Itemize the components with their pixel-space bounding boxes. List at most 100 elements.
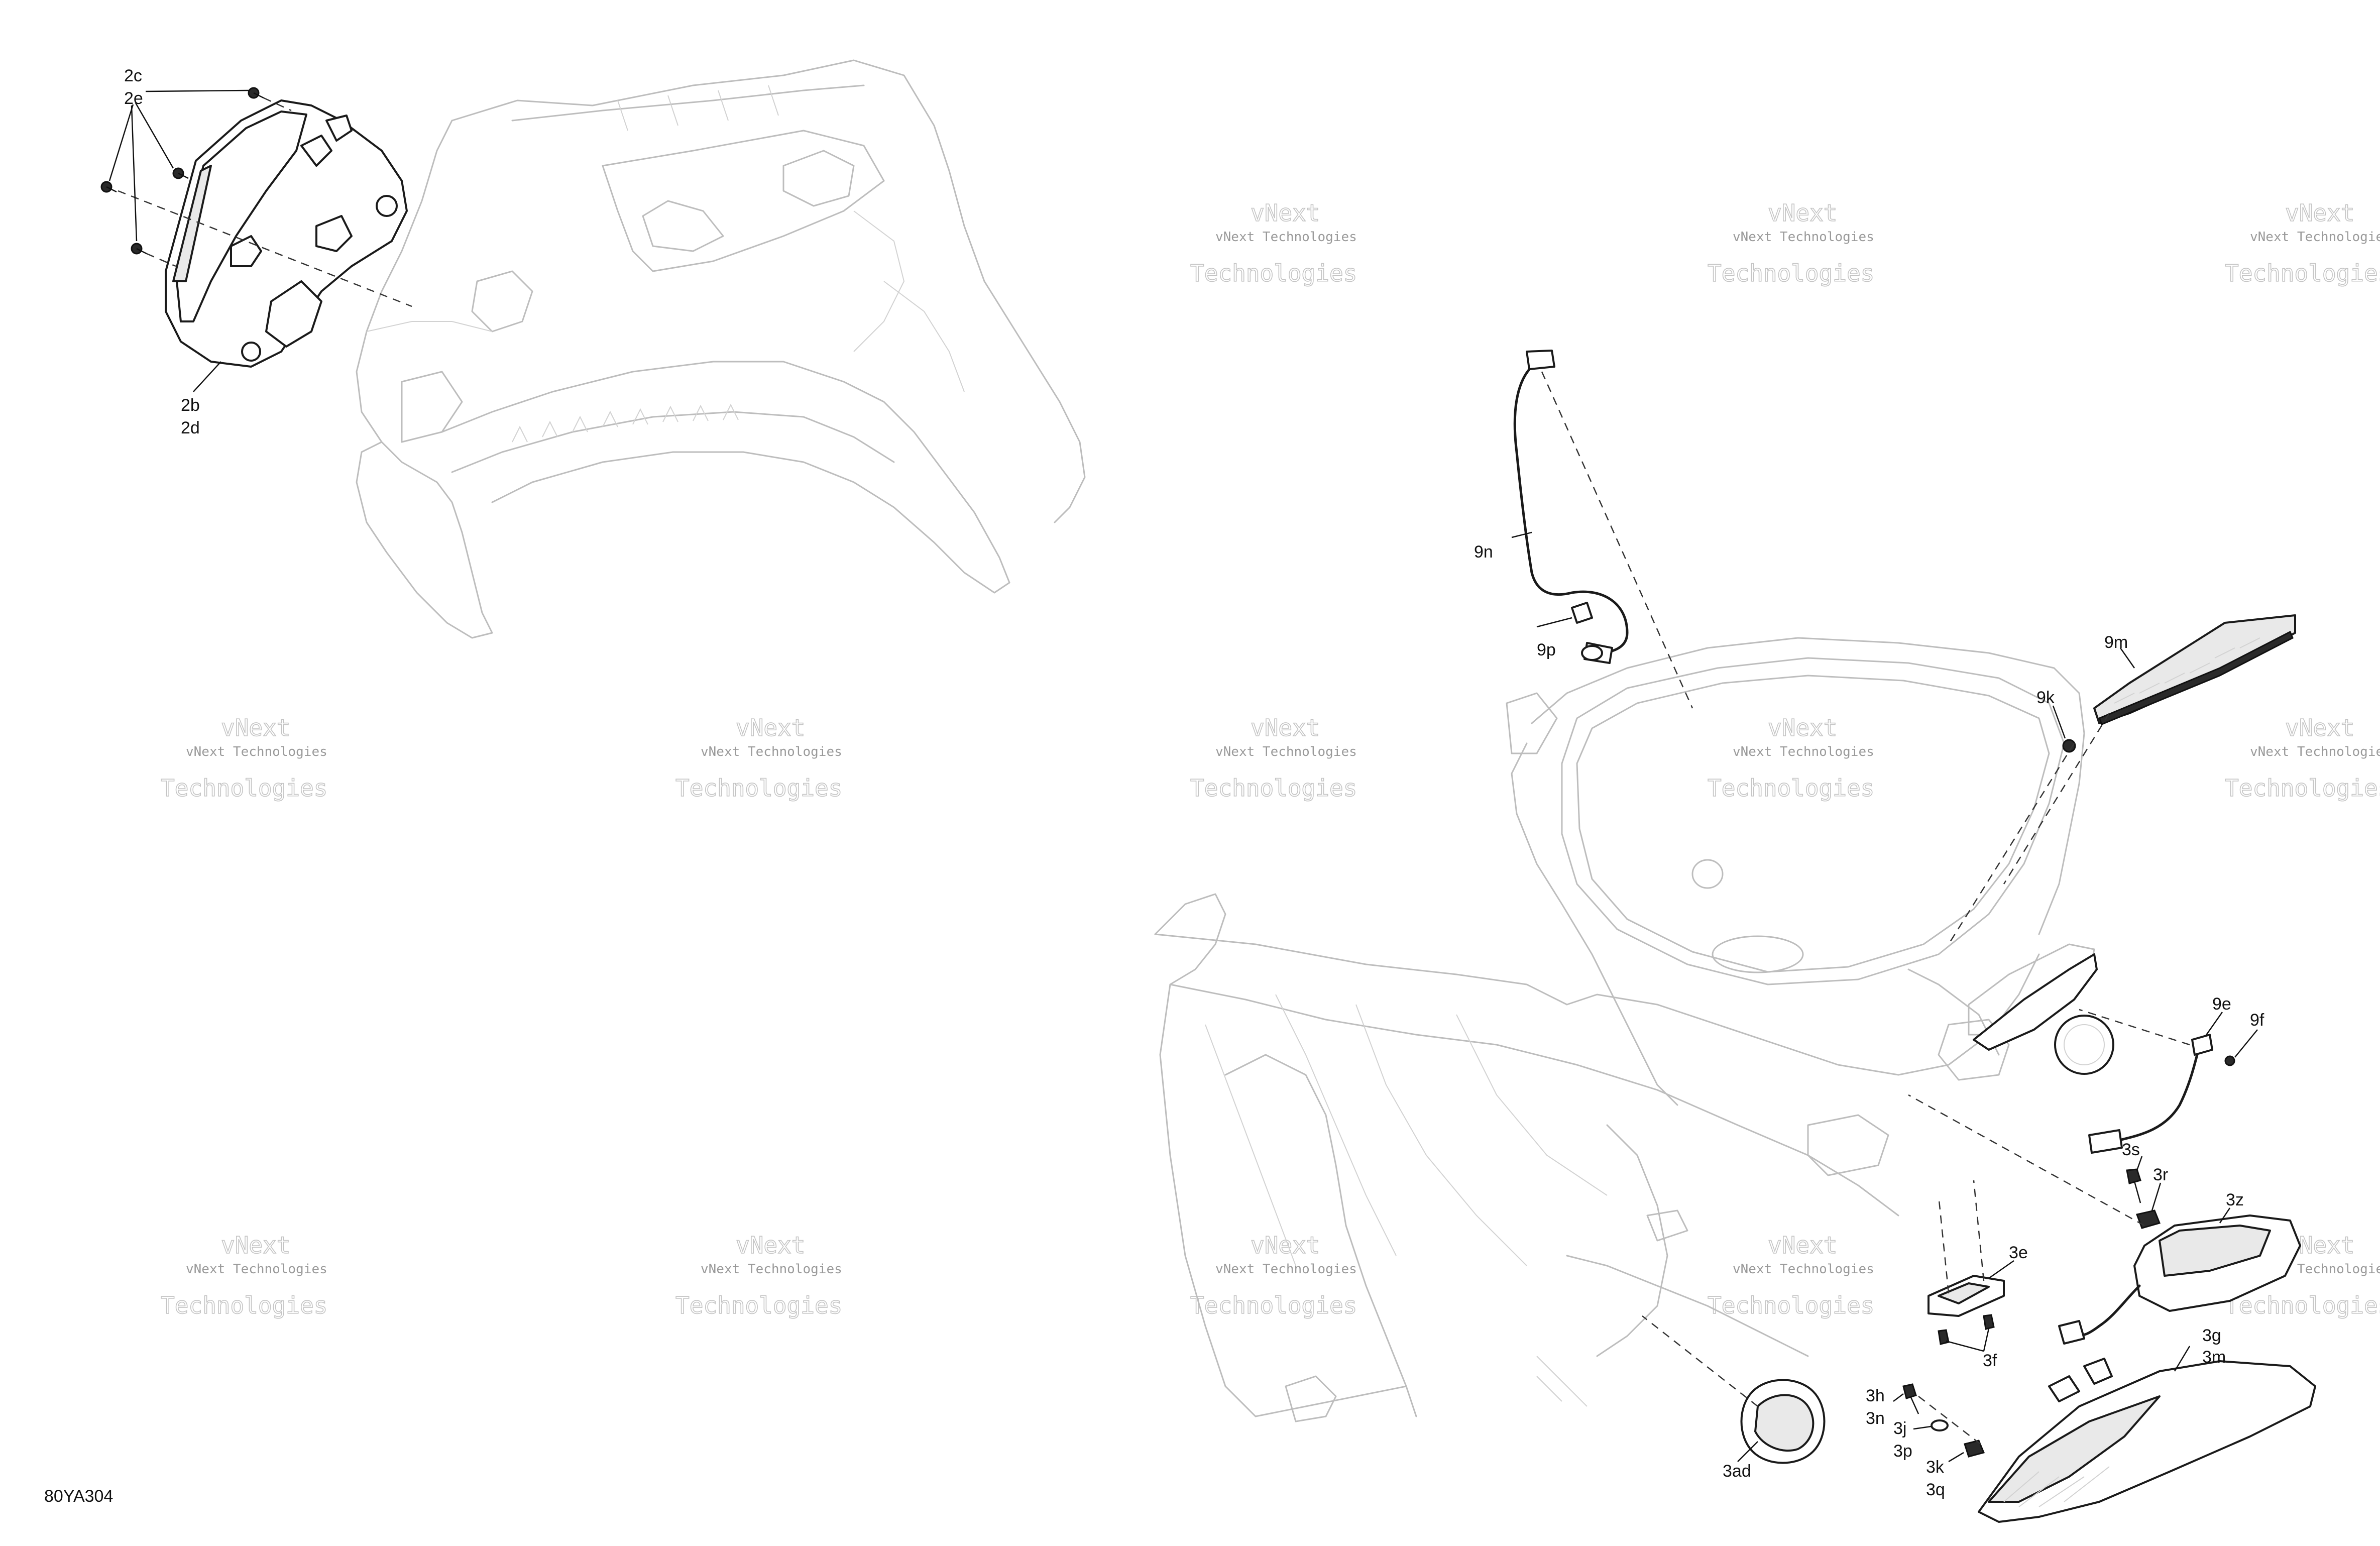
callout-3k: 3k — [1926, 1458, 1945, 1477]
watermark: vNext Technologies Technologies vNext — [1707, 714, 1875, 802]
watermark-text: vNext Technologies — [1215, 1262, 1357, 1277]
leader-3k — [1948, 1452, 1964, 1463]
watermark-text: Technologies — [2225, 260, 2380, 287]
callout-2b: 2b — [181, 396, 200, 415]
callout-3e: 3e — [2009, 1243, 2028, 1262]
rear-body-ghost — [1154, 637, 2085, 1422]
leader-3g — [2174, 1346, 2191, 1372]
watermark-text: vNext — [2285, 714, 2354, 741]
watermark-text: Technologies — [1190, 260, 1357, 287]
callout-9k: 9k — [2036, 688, 2055, 707]
screw-9k — [2062, 739, 2076, 753]
screw-9f — [2224, 1055, 2235, 1066]
harness-connector — [1526, 350, 1555, 370]
watermark: vNext Technologies Technologies vNext — [2224, 714, 2380, 802]
callout-2d: 2d — [181, 418, 200, 437]
leader-3h — [1893, 1393, 1904, 1402]
watermark: vNext Technologies Technologies vNext — [160, 1231, 328, 1319]
leader-3f — [1983, 1328, 1990, 1352]
leader-9p — [1536, 617, 1572, 628]
callout-9e: 9e — [2212, 995, 2231, 1014]
nut-3k — [1964, 1440, 1985, 1458]
watermark-text: vNext — [1768, 1232, 1837, 1259]
watermark-text: vNext — [736, 714, 805, 741]
nut-3r — [2135, 1209, 2161, 1229]
callout-9n: 9n — [1474, 542, 1493, 562]
watermark-text: vNext Technologies — [2250, 230, 2380, 245]
watermark-text: Technologies — [2225, 1292, 2380, 1319]
sensor-9e — [2088, 1034, 2235, 1154]
watermark-text: vNext — [1768, 199, 1837, 227]
screw-3s — [2126, 1168, 2141, 1203]
watermark-text: vNext — [1768, 714, 1837, 741]
watermark: vNext Technologies Technologies vNext — [1190, 199, 1357, 287]
guide-line — [1948, 743, 2075, 945]
watermark-text: vNext — [2285, 199, 2354, 227]
rear-lamp-tab — [2083, 1358, 2113, 1385]
headlight-bulb-socket — [315, 215, 353, 252]
screw-icon — [248, 87, 264, 99]
leader-9f — [2234, 1029, 2258, 1058]
front-fairing-ghost — [356, 59, 1086, 639]
guide-line — [1642, 1315, 1758, 1407]
callout-2e: 2e — [124, 89, 143, 108]
watermark-text: vNext Technologies — [1215, 744, 1357, 759]
callout-3j: 3j — [1893, 1419, 1906, 1438]
watermark-text: vNext — [1251, 714, 1320, 741]
leader-9m — [2119, 647, 2135, 669]
leader-9k — [2052, 705, 2066, 739]
headlight-adjuster-knob — [376, 195, 398, 217]
watermark-text: Technologies — [161, 1292, 327, 1319]
screw-3f — [1983, 1314, 1995, 1330]
callout-3ad: 3ad — [1723, 1462, 1751, 1481]
callout-3h: 3h — [1866, 1386, 1885, 1405]
guide-line — [2079, 1009, 2190, 1046]
callout-9m: 9m — [2104, 633, 2128, 652]
leader-9e — [2205, 1012, 2223, 1036]
watermark-text: Technologies — [675, 1292, 842, 1319]
watermark-text: Technologies — [675, 775, 842, 802]
wire-clip-9p — [1571, 602, 1593, 624]
callout-labels: 2c 2e 2b 2d 9n 9p 9m 9k 9e 9f 3s 3r 3z 3… — [124, 66, 2264, 1499]
headlight-bulb-socket — [300, 135, 332, 167]
watermark-text: vNext — [1251, 199, 1320, 227]
headlight-unit — [165, 99, 408, 368]
guide-line — [1908, 1094, 2145, 1227]
callout-9p: 9p — [1537, 640, 1556, 659]
watermark-text: vNext Technologies — [701, 744, 842, 759]
washer-3j — [1931, 1419, 1949, 1431]
headlight-vent-cap — [241, 342, 261, 362]
watermark-text: vNext Technologies — [2250, 744, 2380, 759]
watermark: vNext Technologies Technologies vNext — [2224, 199, 2380, 287]
screw-3h — [1902, 1383, 1919, 1414]
callout-9f: 9f — [2250, 1011, 2264, 1030]
watermark-text: Technologies — [1190, 775, 1357, 802]
leader-3f — [1946, 1340, 1984, 1352]
watermark: vNext Technologies Technologies vNext — [1707, 1231, 1875, 1319]
leader-3r — [2151, 1182, 2162, 1211]
watermark: vNext Technologies Technologies vNext — [1190, 1231, 1357, 1319]
headlight-leaders — [108, 89, 249, 392]
callout-3f: 3f — [1983, 1351, 1997, 1370]
leader-3ad — [1737, 1441, 1758, 1462]
watermark: vNext Technologies Technologies vNext — [675, 714, 843, 802]
watermark-text: vNext Technologies — [1733, 230, 1874, 245]
watermark-text: vNext Technologies — [186, 744, 327, 759]
watermark-text: vNext — [1251, 1232, 1320, 1259]
rear-lamp-3g — [1978, 1358, 2316, 1523]
watermark-text: vNext Technologies — [1733, 1262, 1874, 1277]
figure-code: 80YA304 — [44, 1487, 113, 1506]
watermark: vNext Technologies Technologies vNext — [1190, 714, 1357, 802]
light-bar-9m — [2093, 614, 2296, 725]
watermark-text: Technologies — [1190, 1292, 1357, 1319]
wire-harness-9n — [1513, 350, 1629, 664]
headlight-screws — [100, 87, 264, 255]
leader-9n — [1511, 531, 1532, 538]
screw-icon — [131, 243, 147, 255]
sensor-plug — [2088, 1129, 2123, 1154]
screw-icon — [100, 181, 117, 193]
guide-line — [2003, 713, 2110, 885]
watermark-text: vNext Technologies — [1733, 744, 1874, 759]
